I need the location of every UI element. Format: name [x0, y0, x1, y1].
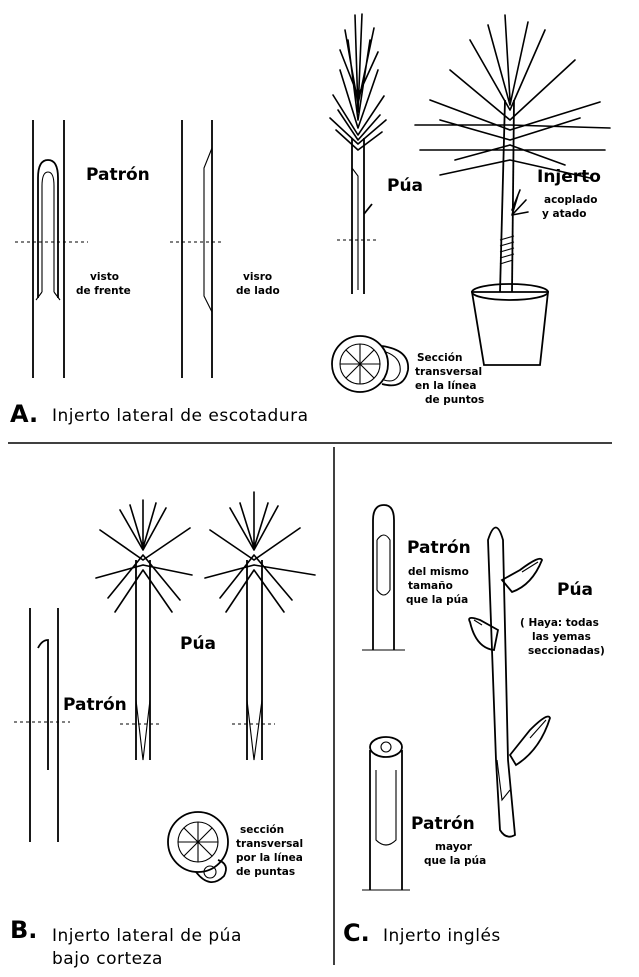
rootstock-side-view	[170, 120, 224, 378]
panel-b-title-1: Injerto lateral de púa	[52, 926, 242, 946]
panel-b-letter: B.	[10, 916, 37, 944]
label-scion-note-1: ( Haya: todas	[520, 617, 599, 629]
label-rootstock2-note-1: mayor	[435, 841, 473, 853]
label-section-a-3: en la línea	[415, 380, 476, 392]
label-front-view-1: visto	[90, 271, 119, 283]
label-patron-c-1: Patrón	[407, 538, 471, 558]
label-scion-note-3: seccionadas)	[528, 645, 605, 657]
panel-c-letter: C.	[343, 919, 370, 947]
label-front-view-2: de frente	[76, 285, 131, 297]
panel-c: Patrón del mismo tamaño que la púa Púa (…	[343, 504, 605, 947]
label-injerto-a: Injerto	[537, 167, 601, 187]
scion-b-2	[204, 491, 316, 761]
grafted-pine-in-pot	[414, 14, 611, 366]
label-rootstock1-note-1: del mismo	[408, 566, 469, 578]
rootstock-front-view	[15, 120, 88, 378]
cross-section-a	[331, 335, 409, 393]
panel-b-title-2: bajo corteza	[52, 949, 163, 969]
label-scion-note-2: las yemas	[532, 631, 591, 643]
panel-c-title: Injerto inglés	[383, 926, 501, 946]
label-graft-note-1: acoplado	[544, 194, 597, 206]
scion-needles	[329, 13, 387, 151]
label-patron-a: Patrón	[86, 165, 150, 185]
panel-b: Púa Patrón sección transversal por la lí…	[10, 491, 316, 969]
label-pua-b: Púa	[180, 634, 216, 654]
label-patron-b: Patrón	[63, 695, 127, 715]
rootstock-c-same-size	[362, 504, 405, 651]
label-section-b-3: por la línea	[236, 852, 303, 864]
panel-a-title: Injerto lateral de escotadura	[52, 406, 309, 426]
label-section-a-4: de puntos	[425, 394, 484, 406]
label-section-b-4: de puntas	[236, 866, 295, 878]
label-rootstock2-note-2: que la púa	[424, 855, 486, 867]
label-side-view-1: visro	[243, 271, 272, 283]
rootstock-b	[14, 608, 70, 842]
panel-a: Patrón visto de frente visro de lado Púa…	[10, 13, 611, 428]
label-patron-c-2: Patrón	[411, 814, 475, 834]
label-graft-note-2: y atado	[542, 208, 586, 220]
pine-crown-needles	[414, 14, 611, 216]
label-rootstock1-note-2: tamaño	[408, 580, 453, 592]
label-section-b-1: sección	[240, 824, 284, 836]
scion-b-1	[95, 499, 193, 761]
rootstock-c-larger	[362, 736, 410, 891]
label-rootstock1-note-3: que la púa	[406, 594, 468, 606]
scion-pine-sprig	[329, 13, 387, 294]
label-section-a-1: Sección	[417, 352, 462, 364]
label-section-a-2: transversal	[415, 366, 482, 378]
label-section-b-2: transversal	[236, 838, 303, 850]
scion-c-with-buds	[468, 526, 551, 838]
label-pua-c: Púa	[557, 580, 593, 600]
cross-section-b	[167, 811, 229, 883]
label-pua-a: Púa	[387, 176, 423, 196]
panel-a-letter: A.	[10, 400, 38, 428]
label-side-view-2: de lado	[236, 285, 280, 297]
